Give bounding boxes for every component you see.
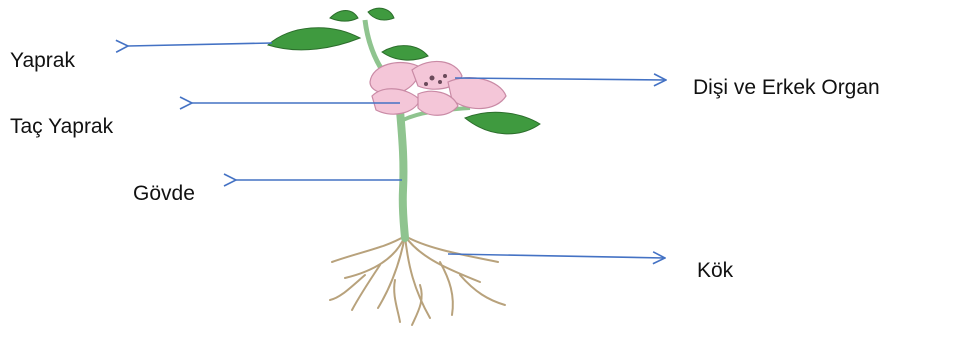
- root-system: [330, 236, 505, 325]
- label-petal: Taç Yaprak: [10, 116, 113, 137]
- label-reproductive-organs: Dişi ve Erkek Organ: [693, 77, 880, 98]
- label-stem: Gövde: [133, 183, 195, 204]
- arrow-icon: [128, 43, 272, 46]
- label-leaf: Yaprak: [10, 50, 75, 71]
- flower: [370, 61, 506, 115]
- label-root: Kök: [697, 260, 733, 281]
- arrow-icon: [448, 254, 665, 258]
